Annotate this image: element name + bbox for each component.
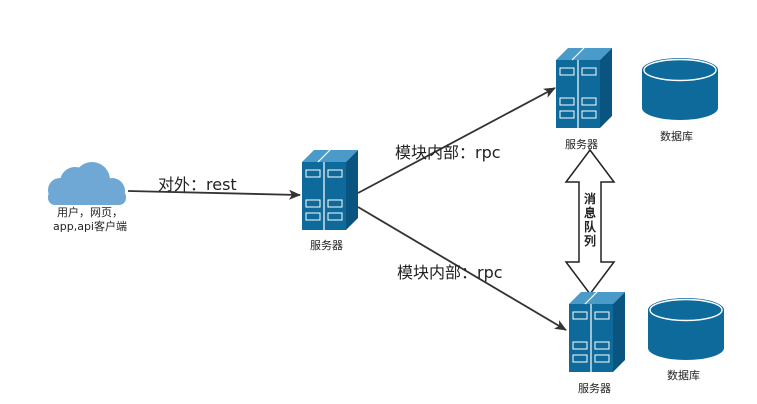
server-label-bottom: 服务器 [578, 382, 611, 395]
server-icon-bottom [569, 292, 625, 372]
server-icon-top [556, 48, 612, 128]
server-label-top: 服务器 [565, 138, 598, 151]
rest-arrow [127, 189, 301, 200]
rpc-edge-label-upper: 模块内部：rpc [395, 143, 501, 162]
rpc-edge-label-lower: 模块内部：rpc [397, 263, 503, 282]
rest-edge-label: 对外：rest [158, 175, 237, 194]
rpc-arrow-lower [357, 206, 567, 331]
server-label-center: 服务器 [310, 239, 343, 252]
message-queue-char: 队 [583, 220, 596, 234]
client-label-line2: app,api客户端 [53, 220, 127, 233]
database-icon-bottom [648, 298, 724, 360]
message-queue-char: 列 [583, 234, 596, 248]
rpc-arrow-upper [357, 87, 556, 194]
message-queue-label: 消 息 队 列 [582, 192, 598, 248]
database-label-bottom: 数据库 [667, 369, 700, 382]
server-icon-center [302, 150, 358, 230]
database-label-top: 数据库 [660, 130, 693, 143]
cloud-icon [48, 162, 126, 205]
database-icon-top [642, 58, 718, 120]
client-label: 用户，网页， app,api客户端 [40, 206, 140, 234]
client-label-line1: 用户，网页， [57, 206, 123, 219]
message-queue-char: 息 [583, 206, 596, 220]
message-queue-char: 消 [583, 192, 596, 206]
